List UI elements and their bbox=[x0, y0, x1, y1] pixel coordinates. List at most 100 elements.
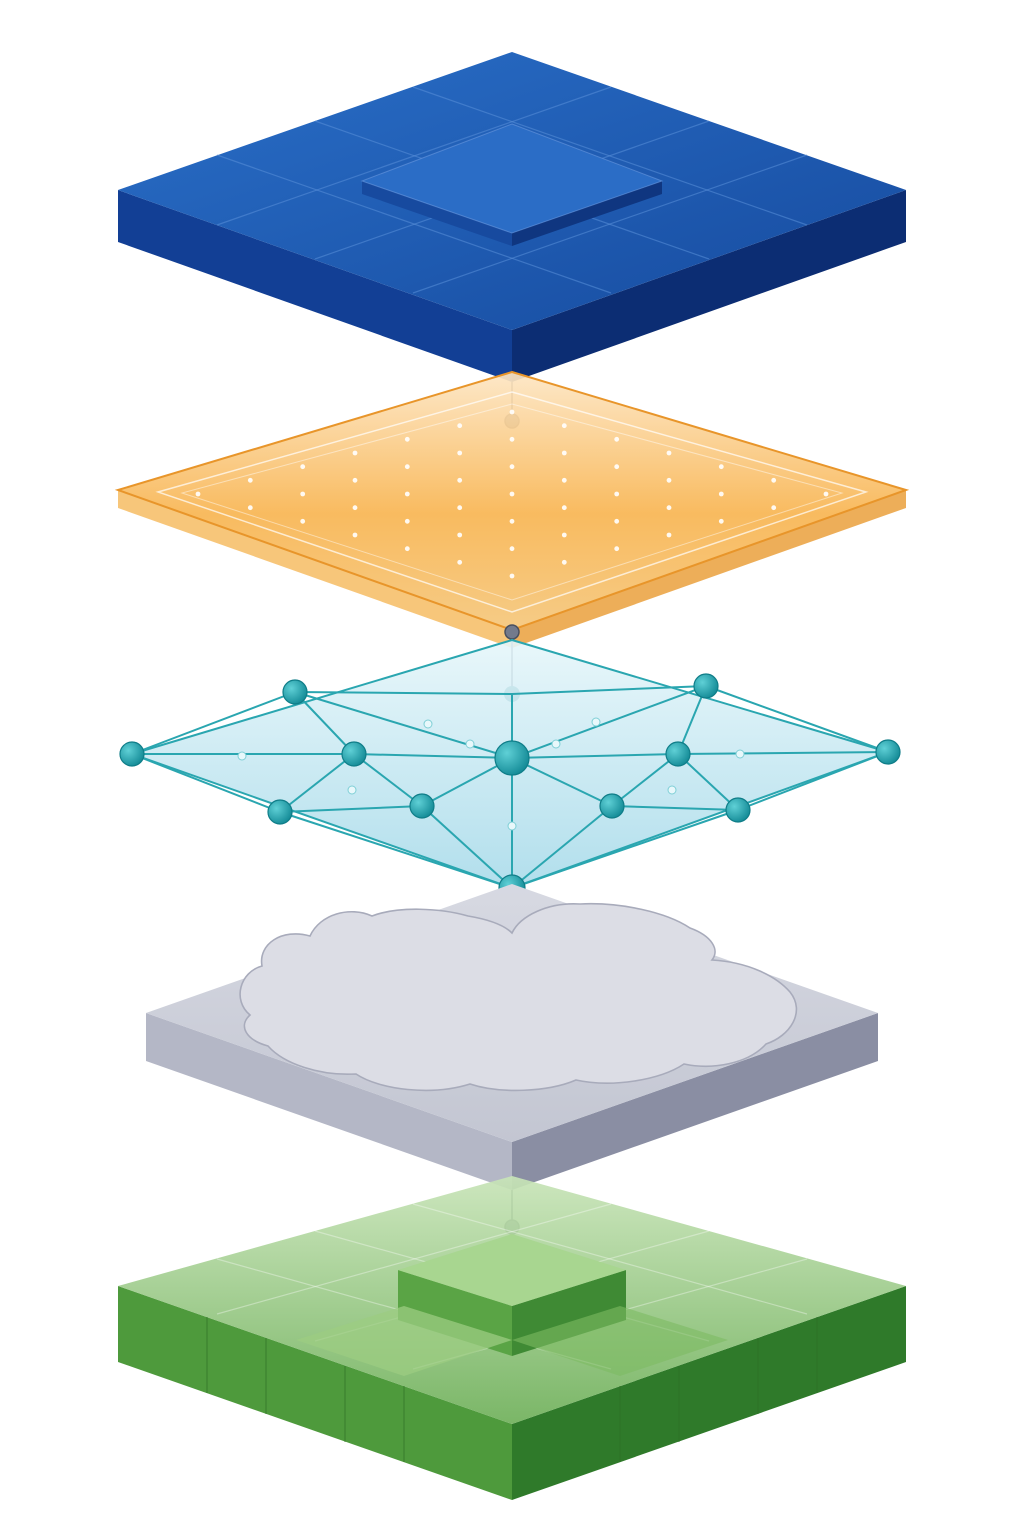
mesh-node bbox=[282, 679, 308, 705]
grid-dot bbox=[561, 505, 567, 511]
grid-dot bbox=[457, 505, 463, 511]
mesh-node bbox=[267, 799, 293, 825]
connector-node-2 bbox=[504, 624, 520, 640]
orange-plate-right-side bbox=[512, 490, 906, 648]
grid-dot bbox=[561, 559, 567, 565]
mesh-faint-node bbox=[591, 717, 601, 727]
grid-dot bbox=[195, 491, 201, 497]
mesh-edge bbox=[611, 805, 739, 811]
grid-dot bbox=[666, 532, 672, 538]
mesh-edge bbox=[677, 751, 889, 755]
grid-dot bbox=[457, 450, 463, 456]
grid-dot bbox=[457, 423, 463, 429]
mesh-edge bbox=[677, 753, 739, 811]
cloud-icon bbox=[239, 902, 798, 1092]
grid-dot bbox=[404, 464, 410, 470]
mesh-edge bbox=[279, 805, 423, 813]
mesh-faint-node bbox=[347, 785, 357, 795]
mesh-edge bbox=[131, 753, 281, 813]
blue-slab-center-tile bbox=[360, 123, 664, 246]
green-block-layer bbox=[118, 1176, 906, 1500]
orange-grid-layer bbox=[114, 370, 910, 648]
blue-slab-right-side bbox=[512, 190, 906, 382]
mesh-edge bbox=[353, 753, 513, 759]
grid-dot bbox=[352, 505, 358, 511]
mesh-edge bbox=[511, 805, 613, 889]
grid-dot bbox=[457, 532, 463, 538]
grid-dot bbox=[300, 518, 306, 524]
grid-dot bbox=[509, 409, 515, 415]
mesh-faint-node bbox=[237, 751, 247, 761]
grid-dot bbox=[509, 573, 515, 579]
mesh-edge bbox=[511, 809, 739, 889]
mesh-faint-node bbox=[551, 739, 561, 749]
mesh-edge bbox=[279, 753, 355, 813]
grid-dot bbox=[718, 464, 724, 470]
grid-dot bbox=[666, 505, 672, 511]
mesh-edge bbox=[611, 753, 679, 807]
grid-dot bbox=[771, 505, 777, 511]
grid-dot bbox=[509, 464, 515, 470]
teal-network-layer bbox=[119, 638, 901, 902]
mesh-edge bbox=[511, 753, 679, 759]
mesh-edge bbox=[737, 751, 889, 811]
grid-dot bbox=[509, 491, 515, 497]
blue-tile-layer bbox=[118, 52, 906, 382]
grid-dot bbox=[614, 546, 620, 552]
mesh-edge bbox=[294, 691, 513, 759]
orange-plate-inner-border-2 bbox=[180, 403, 844, 601]
mesh-edge bbox=[279, 811, 513, 889]
gray-slab-left-side bbox=[146, 1013, 512, 1190]
grid-dot bbox=[718, 491, 724, 497]
mesh-edge bbox=[511, 685, 707, 759]
grid-dot bbox=[561, 423, 567, 429]
mesh-edge bbox=[294, 691, 513, 695]
mesh-node bbox=[119, 741, 145, 767]
grid-dot bbox=[614, 491, 620, 497]
blue-slab-left-side bbox=[118, 190, 512, 382]
grid-dot bbox=[666, 477, 672, 483]
grid-dot bbox=[352, 477, 358, 483]
mesh-edge bbox=[421, 805, 513, 889]
mesh-node bbox=[599, 793, 625, 819]
orange-plate-left-side bbox=[118, 490, 512, 648]
mesh-edge bbox=[353, 753, 423, 807]
grid-dot bbox=[614, 518, 620, 524]
grid-dot bbox=[509, 436, 515, 442]
grid-dot bbox=[666, 450, 672, 456]
orange-plate-grid-dots bbox=[195, 409, 829, 579]
grid-dot bbox=[457, 559, 463, 565]
mesh-edge bbox=[705, 685, 889, 753]
green-slab-left-side bbox=[118, 1286, 512, 1500]
grid-dot bbox=[457, 477, 463, 483]
mesh-faint-node bbox=[423, 719, 433, 729]
mesh-faint-node bbox=[735, 749, 745, 759]
mesh-edge bbox=[294, 691, 355, 755]
grid-dot bbox=[561, 477, 567, 483]
grid-dot bbox=[404, 518, 410, 524]
orange-plate-inner-border bbox=[155, 391, 869, 613]
mesh-edge bbox=[511, 685, 707, 695]
mesh-node bbox=[341, 741, 367, 767]
grid-dot bbox=[300, 491, 306, 497]
grid-dot bbox=[823, 491, 829, 497]
mesh-faint-node bbox=[507, 821, 517, 831]
grid-dot bbox=[509, 518, 515, 524]
green-lower-block bbox=[296, 1306, 728, 1376]
grid-dot bbox=[509, 546, 515, 552]
mesh-node bbox=[409, 793, 435, 819]
grid-dot bbox=[352, 450, 358, 456]
mesh-node bbox=[665, 741, 691, 767]
gray-cloud-layer bbox=[146, 884, 878, 1190]
mesh-edge bbox=[131, 691, 296, 755]
grid-dot bbox=[771, 477, 777, 483]
grid-dot bbox=[614, 464, 620, 470]
grid-dot bbox=[561, 532, 567, 538]
grid-dot bbox=[404, 436, 410, 442]
mesh-node bbox=[725, 797, 751, 823]
grid-dot bbox=[404, 491, 410, 497]
mesh-edge bbox=[511, 757, 613, 807]
mesh-node bbox=[494, 740, 530, 776]
